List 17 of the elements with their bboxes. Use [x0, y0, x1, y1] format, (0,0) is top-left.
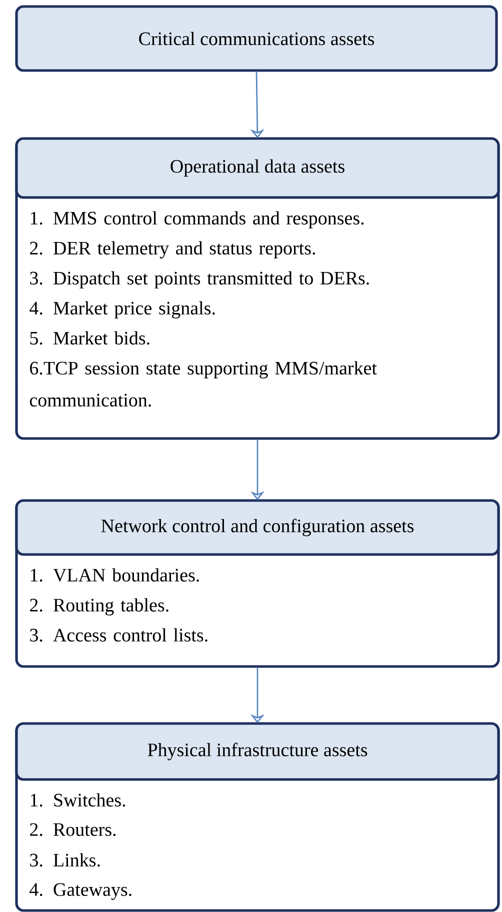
list-item: 4. Market price signals. — [30, 301, 215, 318]
list-item: 1. VLAN boundaries. — [30, 568, 199, 582]
list-item: 2. DER telemetry and status reports. — [30, 241, 315, 258]
list-item: 2. Routers. — [30, 823, 116, 836]
list-item: 6.TCP session state supporting MMS/market communication. — [30, 361, 377, 407]
list-item: 4. Gateways. — [30, 883, 132, 900]
list-item: 1. Switches. — [30, 793, 126, 807]
list-item: 3. Links. — [30, 853, 100, 867]
list-item: 1. MMS control commands and responses. — [30, 211, 364, 228]
title-box: Critical communications assets — [15, 5, 498, 72]
list-item: 5. Market bids. — [30, 331, 150, 345]
list-item: 3. Access control lists. — [30, 628, 208, 642]
list-item: 2. Routing tables. — [30, 598, 168, 616]
list-item: 3. Dispatch set points transmitted to DERs. — [30, 271, 369, 288]
header-band: Physical infrastructure assets — [15, 722, 500, 781]
header-band: Operational data assets — [15, 137, 500, 199]
header-band: Network control and configuration assets — [15, 499, 500, 556]
